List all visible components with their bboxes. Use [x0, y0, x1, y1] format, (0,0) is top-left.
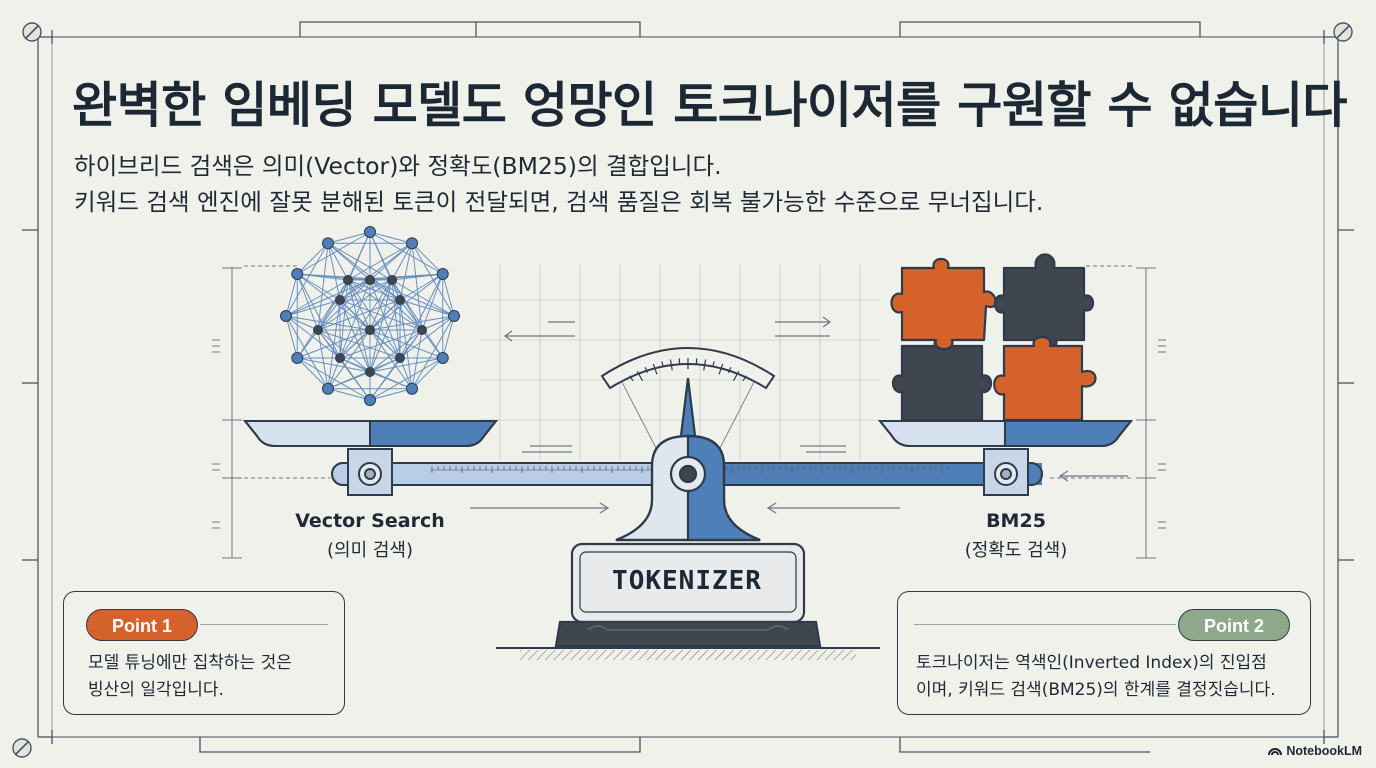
neural-network-icon	[280, 226, 460, 406]
point-2-card: Point 2 토크나이저는 역색인(Inverted Index)의 진입점 …	[897, 591, 1311, 715]
point-2-badge: Point 2	[1178, 609, 1290, 641]
vector-search-name: Vector Search	[295, 510, 445, 532]
gauge-ticks	[629, 358, 747, 382]
background-grid	[480, 265, 880, 460]
bm25-label: BM25 (정확도 검색)	[916, 510, 1116, 562]
point-1-badge: Point 1	[86, 609, 198, 641]
screw-icon-top-right	[1333, 22, 1353, 42]
notebooklm-brand: NotebookLM	[1268, 744, 1362, 758]
point-1-text: 모델 튜닝에만 집착하는 것은 빙산의 일각입니다.	[88, 650, 292, 704]
network-edges	[285, 231, 455, 401]
point-1-card: Point 1 모델 튜닝에만 집착하는 것은 빙산의 일각입니다.	[63, 591, 345, 715]
brand-text: NotebookLM	[1286, 744, 1362, 758]
puzzle-piece-orange-top-left	[890, 257, 997, 351]
point-2-line-2: 이며, 키워드 검색(BM25)의 한계를 결정짓습니다.	[916, 680, 1276, 700]
vector-search-desc: (의미 검색)	[326, 540, 413, 561]
puzzle-pieces-icon	[890, 253, 1097, 422]
page-title: 완벽한 임베딩 모델도 엉망인 토크나이저를 구원할 수 없습니다	[72, 77, 1348, 134]
flow-arrows	[470, 316, 1128, 514]
dimension-lines-left	[212, 265, 330, 559]
puzzle-piece-orange-bottom-right	[993, 335, 1097, 422]
point-1-line-2: 빙산의 일각입니다.	[88, 680, 224, 700]
ground	[496, 647, 880, 660]
puzzle-piece-dark-bottom-left	[891, 336, 993, 422]
tokenizer-base	[554, 542, 822, 648]
card-divider	[914, 624, 1176, 625]
bm25-desc: (정확도 검색)	[964, 540, 1068, 561]
point-2-line-1: 토크나이저는 역색인(Inverted Index)의 진입점	[916, 653, 1267, 673]
left-pan	[242, 420, 499, 496]
point-2-text: 토크나이저는 역색인(Inverted Index)의 진입점 이며, 키워드 …	[916, 650, 1276, 704]
tokenizer-label: TOKENIZER	[612, 566, 762, 596]
notebooklm-logo-icon	[1268, 748, 1283, 756]
scale-body	[615, 377, 761, 542]
subtitle-line-2: 키워드 검색 엔진에 잘못 분해된 토큰이 전달되면, 검색 품질은 회복 불가…	[74, 188, 1044, 216]
gauge-dial	[600, 347, 776, 453]
vector-search-label: Vector Search (의미 검색)	[270, 510, 470, 562]
subtitle-line-1: 하이브리드 검색은 의미(Vector)와 정확도(BM25)의 결합입니다.	[74, 152, 722, 180]
screw-icon-bottom-left	[12, 738, 32, 758]
puzzle-piece-dark-top-right	[993, 253, 1095, 351]
network-nodes	[280, 226, 460, 406]
point-1-line-1: 모델 튜닝에만 집착하는 것은	[88, 653, 292, 673]
right-pan	[877, 420, 1134, 496]
beam-ticks	[431, 466, 949, 473]
bm25-name: BM25	[986, 510, 1046, 532]
screw-icon-top-left	[22, 22, 42, 42]
beam-markers	[522, 445, 846, 453]
card-divider	[200, 624, 328, 625]
frame-border	[22, 21, 1354, 753]
